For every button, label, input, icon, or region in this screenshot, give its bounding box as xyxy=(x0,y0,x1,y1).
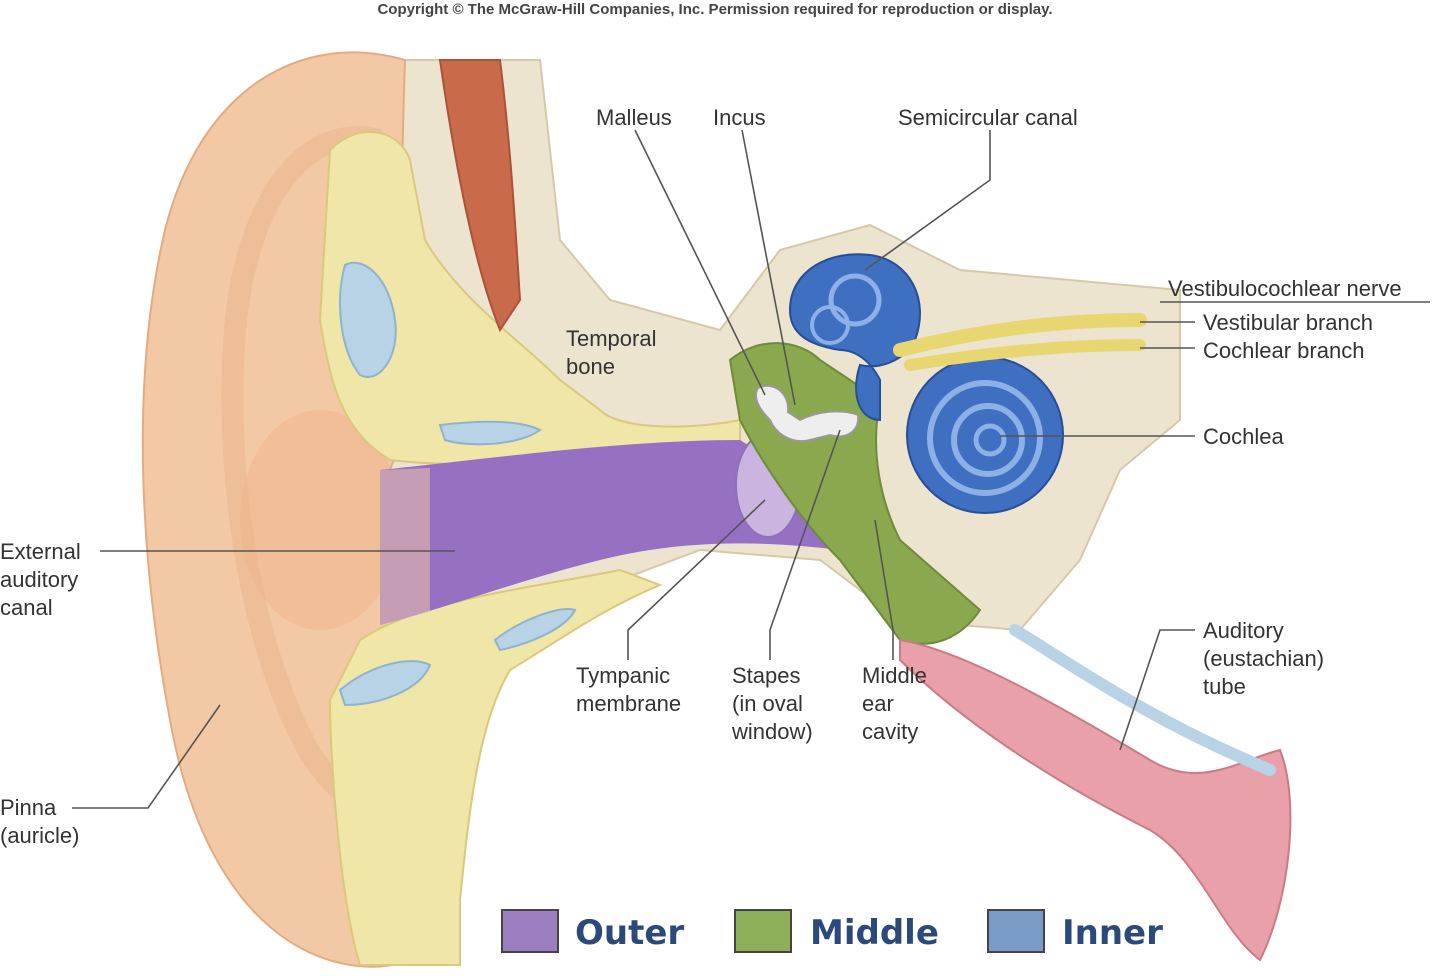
semicircular-canals xyxy=(788,253,921,422)
pinna-fold xyxy=(221,126,403,823)
ossicles xyxy=(754,384,860,443)
label-middle-cavity-1: Middle xyxy=(862,663,927,688)
label-external-canal-1: External xyxy=(0,539,81,564)
canal-loop-2 xyxy=(810,305,850,345)
label-cochlea: Cochlea xyxy=(1203,424,1284,449)
canal-loop xyxy=(828,273,882,327)
label-external-canal-3: canal xyxy=(0,595,53,620)
cartilage-upper xyxy=(318,131,741,466)
legend-swatch-inner xyxy=(987,909,1045,953)
label-semicircular-canal: Semicircular canal xyxy=(898,105,1078,130)
leader-malleus xyxy=(634,129,766,396)
label-pinna-2: (auricle) xyxy=(0,823,79,848)
external-auditory-canal xyxy=(380,440,840,625)
legend-label-outer: Outer xyxy=(575,913,684,953)
cochlea-turn-2 xyxy=(951,403,1025,477)
legend-label-middle: Middle xyxy=(810,913,939,953)
legend-label-inner: Inner xyxy=(1062,913,1163,953)
label-stapes-3: window) xyxy=(731,719,813,744)
copyright-notice: Copyright © The McGraw-Hill Companies, I… xyxy=(377,1,1052,18)
label-tympanic-2: membrane xyxy=(576,691,681,716)
canal-fade xyxy=(380,468,430,625)
leader-semicircular xyxy=(864,130,991,271)
leader-incus xyxy=(741,129,796,406)
label-middle-cavity-3: cavity xyxy=(862,719,918,744)
leader-pinna xyxy=(72,704,221,809)
cartilage-lower xyxy=(328,568,663,966)
label-vestibular-branch: Vestibular branch xyxy=(1203,310,1373,335)
label-temporal-bone-2: bone xyxy=(566,354,615,379)
label-temporal-bone-1: Temporal xyxy=(566,326,656,351)
legend-swatch-outer xyxy=(501,909,559,953)
legend: Outer Middle Inner xyxy=(501,909,1163,953)
cochlea-turn-1 xyxy=(927,380,1043,496)
label-incus: Incus xyxy=(713,105,766,130)
fluid-pocket-1 xyxy=(339,262,397,378)
label-middle-cavity-2: ear xyxy=(862,691,894,716)
label-auditory-tube-1: Auditory xyxy=(1203,618,1284,643)
leader-stapes xyxy=(769,429,841,660)
label-pinna-1: Pinna xyxy=(0,795,57,820)
leader-middle xyxy=(874,519,894,660)
fluid-pocket-4 xyxy=(493,608,577,652)
vestibular-nerve xyxy=(893,313,1147,357)
label-malleus: Malleus xyxy=(596,105,672,130)
label-auditory-tube-2: (eustachian) xyxy=(1203,646,1324,671)
label-external-canal-2: auditory xyxy=(0,567,78,592)
fluid-pocket-2 xyxy=(438,420,542,446)
muscle xyxy=(438,59,522,333)
tube-lining xyxy=(1009,624,1276,776)
label-auditory-tube-3: tube xyxy=(1203,674,1246,699)
auditory-tube xyxy=(899,638,1292,962)
cochlea-turn-3 xyxy=(973,423,1007,457)
legend-swatch-middle xyxy=(734,909,792,953)
label-tympanic-1: Tympanic xyxy=(576,663,670,688)
leader-tympanic xyxy=(627,499,766,660)
fluid-pocket-3 xyxy=(338,660,432,707)
label-cochlear-branch: Cochlear branch xyxy=(1203,338,1364,363)
concha xyxy=(240,410,400,630)
label-stapes-2: (in oval xyxy=(732,691,803,716)
cochlear-nerve xyxy=(904,339,1146,371)
label-stapes-1: Stapes xyxy=(732,663,801,688)
leader-tube xyxy=(1119,629,1195,751)
label-vestibulocochlear-nerve: Vestibulocochlear nerve xyxy=(1168,276,1402,301)
